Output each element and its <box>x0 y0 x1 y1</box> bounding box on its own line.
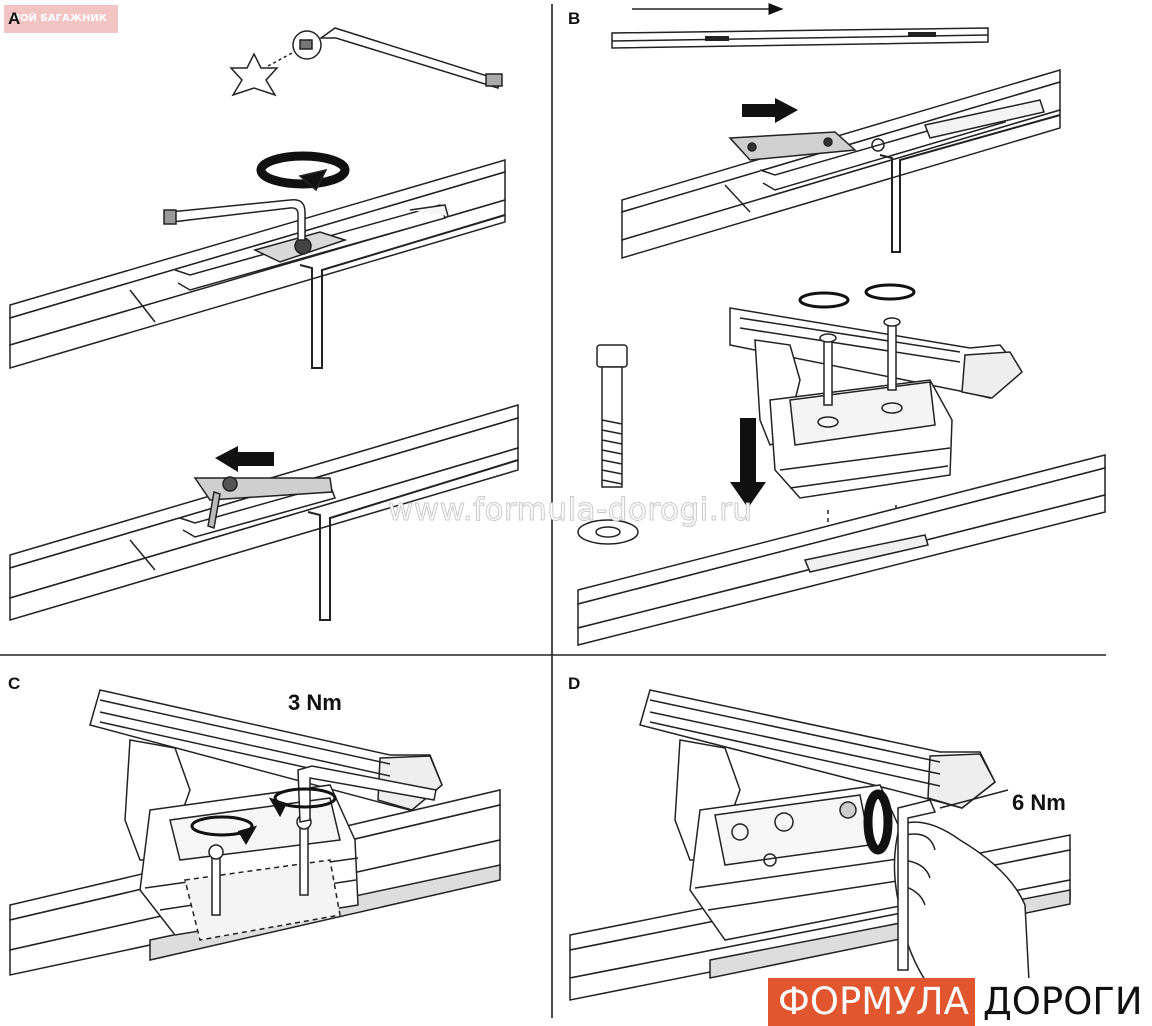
washer-icon <box>577 519 639 545</box>
direction-arrow-icon <box>215 446 274 472</box>
panel-c-label: C <box>8 674 21 693</box>
direction-arrow-icon <box>742 98 798 123</box>
crossbar-d <box>639 689 996 809</box>
rotate-arrow-icon <box>190 787 337 845</box>
panel-b-label: B <box>568 9 581 28</box>
direction-arrow-icon <box>730 418 766 508</box>
rotate-arrow-icon <box>256 151 350 192</box>
allen-key-icon <box>318 27 501 89</box>
roof-rail-lower-b <box>577 454 1106 646</box>
panel-c-art <box>9 689 501 976</box>
torque-label-d: 6 Nm <box>1012 790 1066 815</box>
roof-rail-upper-b <box>621 68 1061 260</box>
roof-foot-d <box>674 739 906 941</box>
panel-d-label: D <box>568 674 581 693</box>
panel-d-art <box>569 689 1071 1001</box>
panel-a-art <box>9 27 519 622</box>
torque-label-c: 3 Nm <box>288 690 342 715</box>
logo-word-2: ДОРОГИ <box>974 978 1151 1026</box>
brand-logo: ФОРМУЛА ДОРОГИ <box>768 978 1151 1026</box>
bolt-icon <box>596 344 628 488</box>
logo-word-1: ФОРМУЛА <box>768 978 975 1026</box>
allen-key-icon <box>297 765 437 823</box>
panel-b-art <box>577 3 1106 646</box>
allen-key-icon <box>169 199 306 241</box>
panel-a-label: A <box>8 9 21 28</box>
watermark-text: www.formula-dorogi.ru <box>388 492 753 529</box>
roof-rail-upper-a <box>9 158 506 370</box>
panel-dividers <box>0 4 1106 1018</box>
badge-label: МОЙ БАГАЖНИК <box>4 5 118 33</box>
rotate-arrow-icon <box>863 789 893 855</box>
star-icon <box>229 52 279 97</box>
allen-key-icon <box>897 799 937 971</box>
slide-plate-b <box>728 131 857 161</box>
rotate-arrow-icon <box>798 283 916 309</box>
roof-foot-b <box>754 317 953 499</box>
